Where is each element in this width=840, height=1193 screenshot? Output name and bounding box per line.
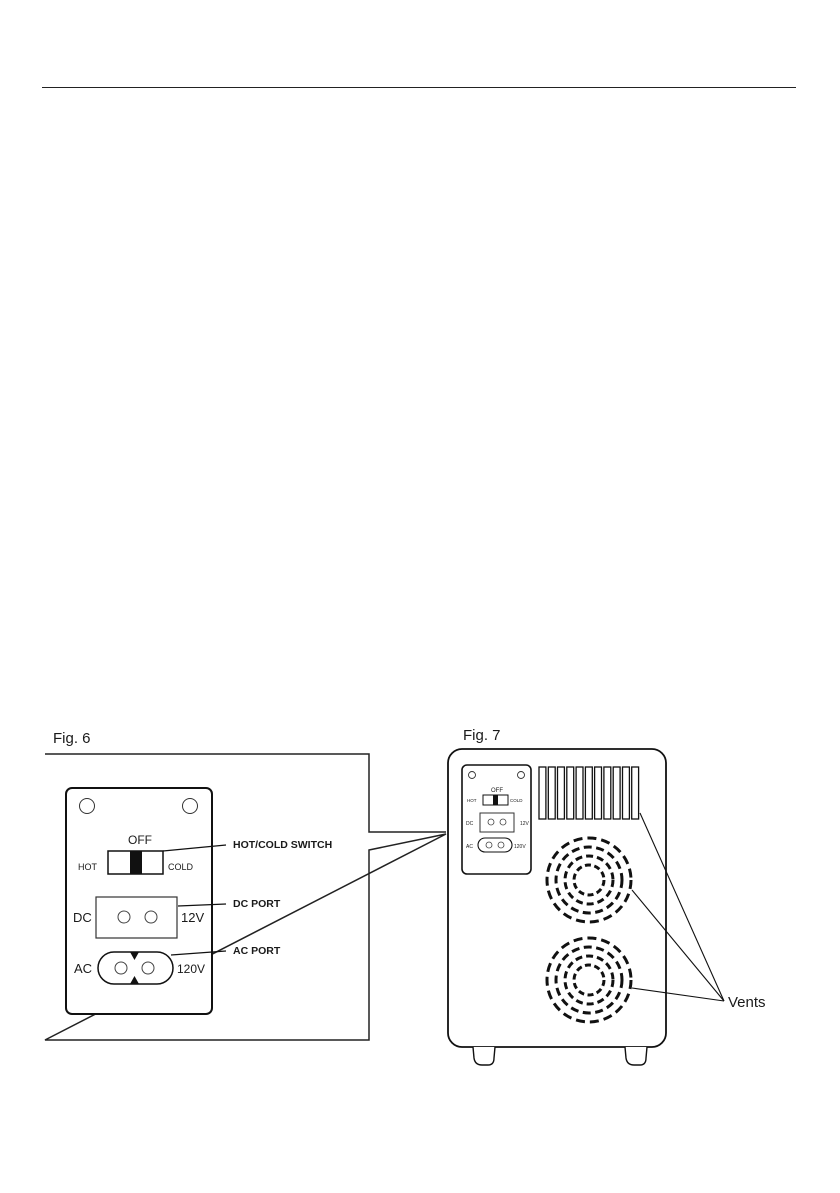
- fig6-dc-voltage: 12V: [181, 910, 204, 925]
- fig6-switch-off-label: OFF: [128, 833, 152, 847]
- fig7-ac-label: AC: [466, 844, 473, 850]
- fig6-ac-label: AC: [74, 961, 92, 976]
- vent-slot: [595, 767, 602, 819]
- callout-hot-cold-switch: HOT/COLD SWITCH: [233, 839, 332, 851]
- fig6-control-panel: OFF HOT COLD DC 12V AC 120V: [66, 788, 212, 1014]
- fig7-control-panel: OFF HOT COLD DC 12V AC 120V: [462, 765, 531, 874]
- callout-vents: Vents: [728, 994, 766, 1011]
- fig7-ac-voltage: 120V: [514, 844, 526, 850]
- vent-slot: [613, 767, 620, 819]
- vent-slot: [585, 767, 592, 819]
- fig7-dc-label: DC: [466, 821, 474, 827]
- callout-dc-port: DC PORT: [233, 898, 281, 910]
- vent-slot: [604, 767, 611, 819]
- fig7-switch-off-label: OFF: [491, 788, 503, 794]
- fig7-dc-voltage: 12V: [520, 821, 530, 827]
- callout-ac-port: AC PORT: [233, 945, 281, 957]
- vent-slot: [558, 767, 565, 819]
- unit-foot-right: [625, 1047, 647, 1065]
- vent-slot: [567, 767, 574, 819]
- fig7-switch-cold-label: COLD: [510, 798, 523, 803]
- fig6-hot-cold-switch[interactable]: [108, 851, 163, 874]
- fig7-unit-rear-view: OFF HOT COLD DC 12V AC 120V: [448, 749, 666, 1065]
- vent-slot: [539, 767, 546, 819]
- top-slot-vent: [539, 767, 639, 819]
- unit-foot-left: [473, 1047, 495, 1065]
- fig6-dc-label: DC: [73, 910, 92, 925]
- fig6-ac-voltage: 120V: [177, 962, 205, 976]
- fig7-switch-hot-label: HOT: [467, 798, 477, 803]
- fig6-dc-port[interactable]: [96, 897, 177, 938]
- vent-slot: [623, 767, 630, 819]
- vent-slot: [632, 767, 639, 819]
- fig6-switch-cold-label: COLD: [168, 862, 194, 872]
- fig6-switch-hot-label: HOT: [78, 862, 98, 872]
- fig6-ac-port[interactable]: [98, 952, 173, 984]
- vent-slot: [576, 767, 583, 819]
- vent-slot: [548, 767, 555, 819]
